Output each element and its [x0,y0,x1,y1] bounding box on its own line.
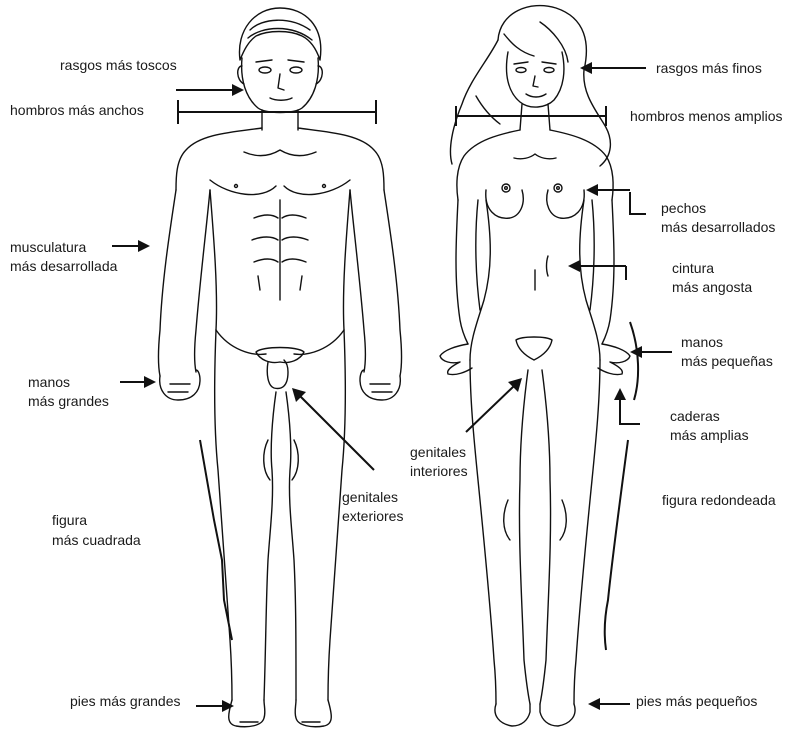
label-genitales-exteriores-line1: genitales [342,489,398,506]
label-figura-cuadrada-line1: figura [52,512,87,529]
label-manos-grandes-line1: manos [28,374,70,391]
label-rasgos-toscos: rasgos más toscos [60,57,177,74]
label-figura-cuadrada-line2: más cuadrada [52,532,141,549]
label-musculatura-line1: musculatura [10,239,86,256]
annotation-marks [178,100,646,650]
label-pechos-line2: más desarrollados [661,219,775,236]
female-figure [440,6,630,726]
label-figura-redondeada: figura redondeada [662,492,776,509]
label-rasgos-finos: rasgos más finos [656,60,762,77]
label-manos-grandes-line2: más grandes [28,393,109,410]
label-caderas-line1: caderas [670,408,720,425]
label-cintura-line2: más angosta [672,279,752,296]
label-caderas-line2: más amplias [670,427,749,444]
label-pies-pequenos: pies más pequeños [636,693,757,710]
label-genitales-exteriores-line2: exteriores [342,508,403,525]
label-pies-grandes: pies más grandes [70,693,181,710]
label-hombros-menos-amplios: hombros menos amplios [630,108,783,125]
label-musculatura-line2: más desarrollada [10,258,117,275]
label-manos-pequenas-line2: más pequeñas [681,353,773,370]
label-cintura-line1: cintura [672,260,714,277]
label-genitales-interiores-line2: interiores [410,463,468,480]
label-manos-pequenas-line1: manos [681,334,723,351]
label-genitales-interiores-line1: genitales [410,444,466,461]
male-figure [159,8,402,727]
arrows [112,62,672,712]
label-hombros-anchos: hombros más anchos [10,102,144,119]
label-pechos-line1: pechos [661,200,706,217]
